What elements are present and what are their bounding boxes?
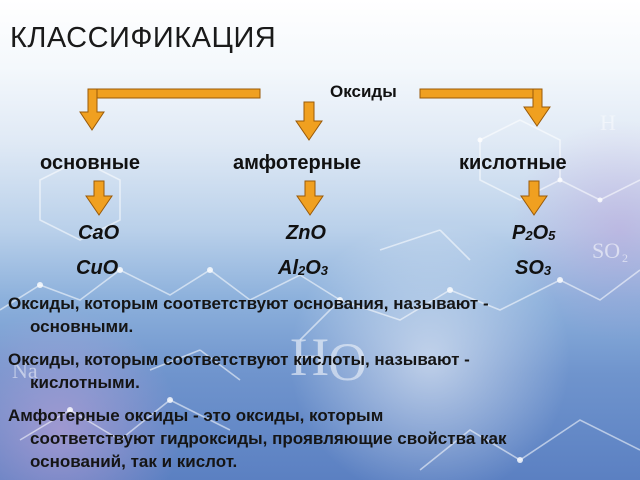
slide-title: КЛАССИФИКАЦИЯ bbox=[10, 22, 277, 54]
bg-h-letter: H bbox=[290, 327, 329, 387]
formula-cao: CaO bbox=[78, 222, 120, 244]
formula-al2o3: Al2O3 bbox=[278, 257, 329, 279]
definition-acidic-oxides: Оксиды, которым соответствуют кислоты, н… bbox=[8, 348, 633, 394]
connector-bar-left bbox=[87, 88, 261, 99]
definition-line: кислотными. bbox=[30, 373, 140, 392]
category-basic: основные bbox=[40, 152, 140, 174]
bg-na-label: Na bbox=[12, 358, 38, 383]
definition-amphoteric-oxides: Амфотерные оксиды - это оксиды, которым … bbox=[8, 404, 633, 473]
definition-line: оснований, так и кислот. bbox=[30, 452, 238, 471]
bg-o-letter: O bbox=[328, 332, 367, 392]
arrow-down-icon bbox=[296, 180, 324, 216]
root-node-label: Оксиды bbox=[330, 82, 397, 101]
formula-zno: ZnO bbox=[286, 222, 326, 244]
connector-bar-right bbox=[419, 88, 543, 99]
arrow-down-icon bbox=[79, 88, 105, 131]
formula-cuo: CuO bbox=[76, 257, 119, 279]
bg-so-label: SO bbox=[592, 238, 620, 263]
category-amphoteric: амфотерные bbox=[233, 152, 362, 174]
definition-line: соответствуют гидроксиды, проявляющие св… bbox=[30, 429, 507, 448]
arrow-down-icon bbox=[520, 180, 548, 216]
bg-so-subscript: 2 bbox=[622, 251, 628, 265]
definition-line: Оксиды, которым соответствуют кислоты, н… bbox=[8, 350, 470, 369]
category-acidic: кислотные bbox=[459, 152, 567, 174]
formula-p2o5: P2O5 bbox=[512, 222, 556, 244]
definition-line: Амфотерные оксиды - это оксиды, которым bbox=[8, 406, 384, 425]
definition-line: основными. bbox=[30, 317, 134, 336]
formula-so3: SO3 bbox=[515, 257, 552, 279]
bg-h-small: H bbox=[600, 110, 616, 135]
definition-line: Оксиды, которым соответствуют основания,… bbox=[8, 294, 489, 313]
arrow-down-icon bbox=[85, 180, 113, 216]
arrow-down-icon bbox=[523, 88, 551, 127]
arrow-down-icon bbox=[295, 101, 323, 141]
definition-basic-oxides: Оксиды, которым соответствуют основания,… bbox=[8, 292, 633, 338]
